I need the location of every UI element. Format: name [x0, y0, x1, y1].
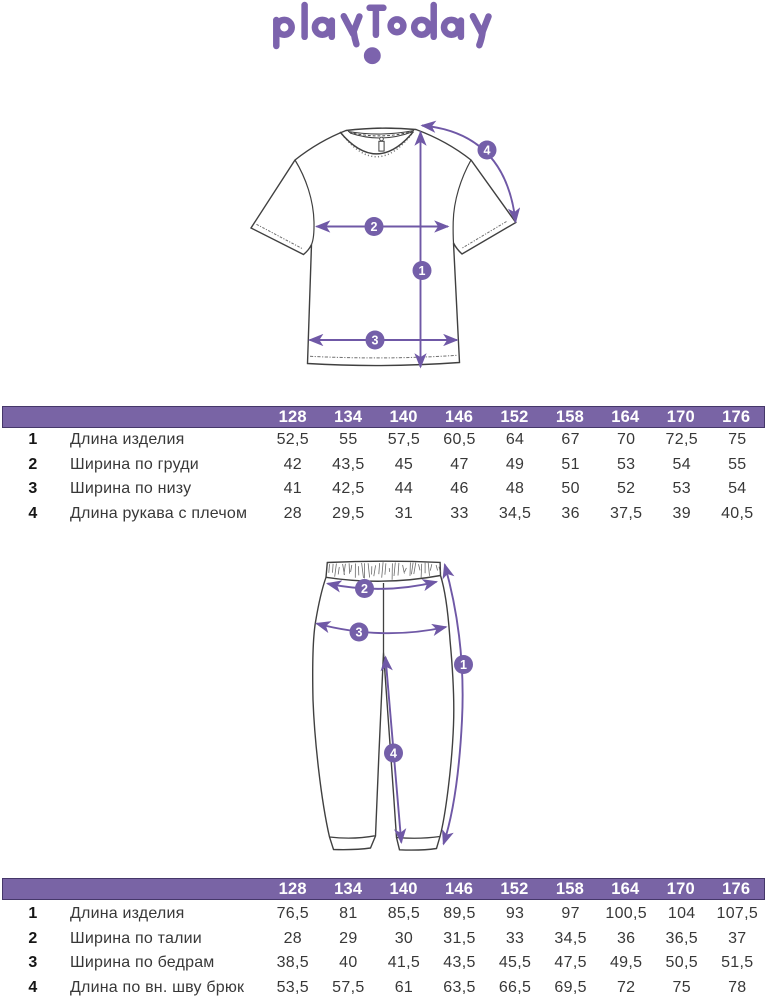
svg-text:3: 3	[372, 333, 379, 347]
svg-text:1: 1	[419, 264, 426, 278]
svg-text:4: 4	[484, 143, 491, 157]
svg-text:3: 3	[356, 625, 363, 639]
svg-text:2: 2	[371, 220, 378, 234]
svg-text:4: 4	[390, 746, 397, 760]
svg-text:2: 2	[361, 582, 368, 596]
svg-text:1: 1	[460, 658, 467, 672]
